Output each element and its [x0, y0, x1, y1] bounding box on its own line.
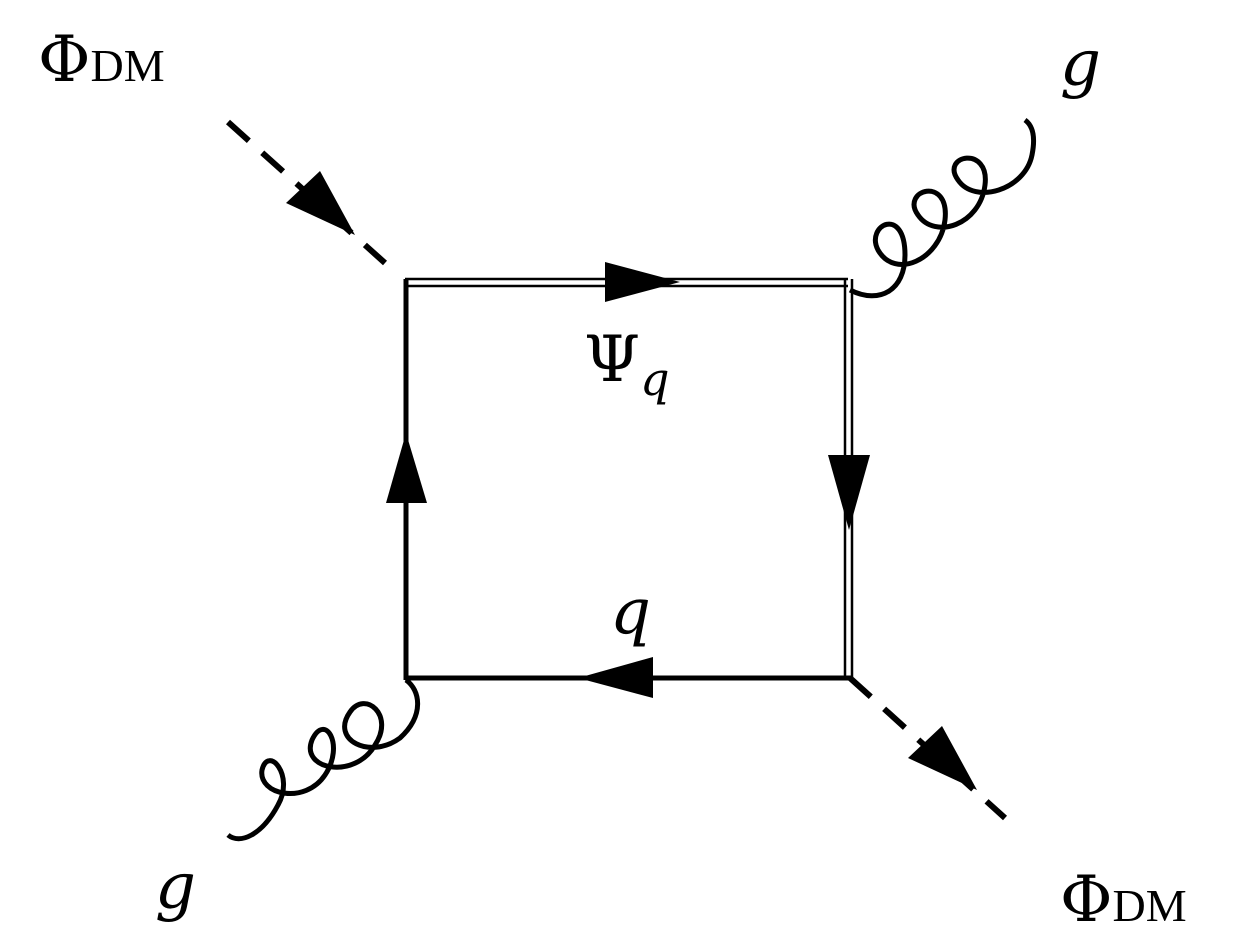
arrow-dm-incoming-icon — [286, 171, 355, 235]
label-gluon-incoming: g — [155, 850, 196, 924]
label-phi-dm-outgoing: ΦDM — [1060, 868, 1187, 932]
phi-subscript: DM — [1112, 880, 1187, 931]
arrow-mediator-top-icon — [605, 262, 680, 302]
arrow-mediator-right-icon — [828, 455, 870, 530]
arrow-quark-bottom-icon — [578, 657, 653, 698]
label-mediator: Ψq — [584, 328, 670, 402]
phi-symbol: Φ — [38, 23, 91, 97]
arrow-quark-left-icon — [386, 433, 427, 503]
label-phi-dm-incoming: ΦDM — [38, 28, 165, 92]
psi-symbol: Ψ — [584, 323, 641, 397]
psi-subscript: q — [640, 352, 670, 406]
gluon-outgoing-line — [848, 117, 1037, 299]
phi-symbol: Φ — [1060, 863, 1113, 937]
gluon-incoming-line — [226, 677, 420, 842]
label-gluon-outgoing: g — [1060, 27, 1101, 101]
label-quark: q — [610, 575, 651, 649]
arrow-dm-outgoing-icon — [908, 726, 977, 790]
phi-subscript: DM — [90, 40, 165, 91]
